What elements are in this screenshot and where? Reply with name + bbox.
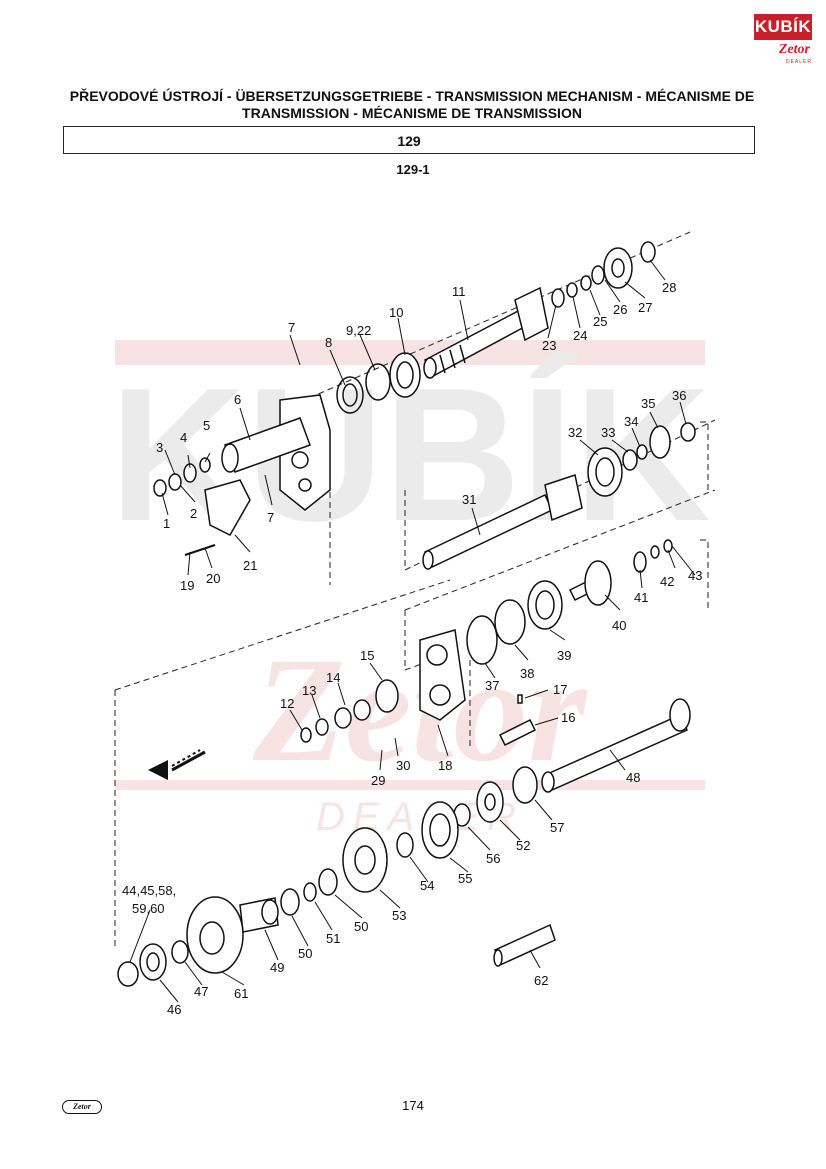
callout-20: 20 [206, 571, 220, 586]
callout-38: 38 [520, 666, 534, 681]
callout-33: 33 [601, 425, 615, 440]
callout-17: 17 [553, 682, 567, 697]
callout-61: 61 [234, 986, 248, 1001]
callout-55: 55 [458, 871, 472, 886]
callout-47: 47 [194, 984, 208, 999]
callout-16: 16 [561, 710, 575, 725]
parts-52-57 [396, 766, 538, 859]
callout-15: 15 [360, 648, 374, 663]
gear-53 [342, 827, 388, 893]
callout-29: 29 [371, 773, 385, 788]
shaft-40 [568, 539, 673, 606]
callout-40: 40 [612, 618, 626, 633]
callout-49: 49 [270, 960, 284, 975]
callout-35: 35 [641, 396, 655, 411]
callout-51: 51 [326, 931, 340, 946]
shaft-16 [498, 694, 537, 747]
callout-28: 28 [662, 280, 676, 295]
callout-42: 42 [660, 574, 674, 589]
direction-arrow [148, 749, 206, 780]
callout-5: 5 [203, 418, 210, 433]
assembly-outlines [114, 231, 716, 950]
shaft-31 [422, 474, 583, 570]
callout-54: 54 [420, 878, 434, 893]
callout-2: 2 [190, 506, 197, 521]
callout-62: 62 [534, 973, 548, 988]
gears-32-36 [587, 422, 696, 497]
callout-13: 13 [302, 683, 316, 698]
callout-41: 41 [634, 590, 648, 605]
callout-10: 10 [389, 305, 403, 320]
callout-6: 6 [234, 392, 241, 407]
callout-56: 56 [486, 851, 500, 866]
title-line-2: TRANSMISSION - MÉCANISME DE TRANSMISSION [242, 105, 582, 121]
callout-44-45-58: 44,45,58, [122, 883, 176, 898]
callout-30: 30 [396, 758, 410, 773]
callout-50b: 50 [298, 946, 312, 961]
rings-8-9 [336, 363, 391, 414]
small-parts-1-5 [153, 457, 211, 497]
callout-59-60: 59,60 [132, 901, 165, 916]
logo-brand: KUBÍK [754, 14, 812, 40]
callout-labels: 7 8 9,22 10 11 6 5 4 3 2 1 7 21 19 20 23… [122, 280, 702, 1017]
callout-31: 31 [462, 492, 476, 507]
page-title: PŘEVODOVÉ ÚSTROJÍ - ÜBERSETZUNGSGETRIEBE… [60, 88, 764, 122]
callout-21: 21 [243, 558, 257, 573]
callout-19: 19 [180, 578, 194, 593]
plate-18 [419, 629, 466, 721]
callout-18: 18 [438, 758, 452, 773]
callout-4: 4 [180, 430, 187, 445]
callout-1: 1 [163, 516, 170, 531]
parts-49-51 [239, 868, 338, 933]
shaft-11 [423, 286, 549, 379]
gears-23-28 [551, 241, 656, 308]
callout-26: 26 [613, 302, 627, 317]
leader-lines [129, 259, 696, 1003]
parts-44-47 [117, 940, 189, 987]
callout-39: 39 [557, 648, 571, 663]
shaft-48 [541, 698, 691, 793]
callout-36: 36 [672, 388, 686, 403]
gears-12-15 [300, 679, 399, 743]
callout-25: 25 [593, 314, 607, 329]
figure-number: 129-1 [396, 162, 430, 177]
callout-32: 32 [568, 425, 582, 440]
callout-37: 37 [485, 678, 499, 693]
title-line-1: PŘEVODOVÉ ÚSTROJÍ - ÜBERSETZUNGSGETRIEBE… [69, 88, 755, 104]
callout-34: 34 [624, 414, 638, 429]
logo-zetor: Zetor [778, 42, 810, 57]
exploded-diagram: KUBÍK Zetor DEALER [109, 231, 716, 1017]
section-number-box: 129 [63, 126, 755, 154]
callout-50a: 50 [354, 919, 368, 934]
callout-52: 52 [516, 838, 530, 853]
callout-14: 14 [326, 670, 340, 685]
logo-dealer: DEALER [785, 59, 812, 65]
callout-3: 3 [156, 440, 163, 455]
callout-23: 23 [542, 338, 556, 353]
page-number: 174 [402, 1098, 424, 1113]
footer-zetor-logo: Zetor [62, 1100, 102, 1114]
callout-12: 12 [280, 696, 294, 711]
shaft-62 [493, 923, 556, 967]
cover-21 [204, 479, 251, 536]
housing-6 [221, 394, 331, 511]
callout-11: 11 [452, 284, 466, 299]
callout-27: 27 [638, 300, 652, 315]
callout-48: 48 [626, 770, 640, 785]
callout-43: 43 [688, 568, 702, 583]
bearing-39-rings [466, 580, 563, 665]
callout-9-22: 9,22 [346, 323, 371, 338]
callout-46: 46 [167, 1002, 181, 1017]
callout-53: 53 [392, 908, 406, 923]
callout-57: 57 [550, 820, 564, 835]
callout-8: 8 [325, 335, 332, 350]
callout-24: 24 [573, 328, 587, 343]
callout-7a: 7 [288, 320, 295, 335]
bearing-10 [389, 352, 421, 398]
callout-7b: 7 [267, 510, 274, 525]
kubik-zetor-logo: KUBÍK Zetor DEALER [754, 14, 814, 66]
gear-61 [186, 896, 244, 974]
